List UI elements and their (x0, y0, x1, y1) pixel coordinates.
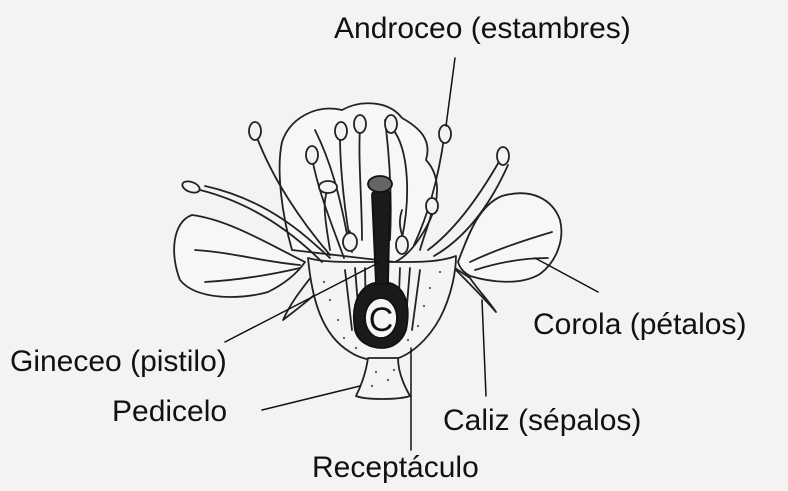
anther (306, 146, 318, 164)
anther (396, 236, 408, 254)
anther (439, 125, 451, 143)
anther (385, 115, 397, 133)
label-caliz: Caliz (sépalos) (443, 406, 641, 436)
ovary-mark: C (369, 301, 394, 339)
stigma (368, 176, 392, 192)
anther (319, 181, 337, 193)
leader-androceo (446, 58, 455, 126)
label-receptaculo: Receptáculo (312, 453, 479, 483)
leader-pedicelo (262, 386, 360, 410)
anther (354, 115, 366, 133)
pedicel (356, 358, 410, 399)
petal-right (458, 193, 561, 282)
leader-caliz (482, 300, 486, 396)
label-gineceo: Gineceo (pistilo) (10, 347, 227, 377)
pistil-style (372, 190, 390, 284)
leader-corola (535, 258, 598, 292)
anther (426, 198, 438, 214)
label-androceo: Androceo (estambres) (334, 14, 631, 44)
anther (497, 147, 509, 165)
anther (343, 233, 357, 251)
label-corola: Corola (pétalos) (533, 310, 746, 340)
label-pedicelo: Pedicelo (112, 397, 227, 427)
anther (335, 122, 347, 140)
anther (181, 179, 201, 195)
anther (249, 122, 261, 140)
